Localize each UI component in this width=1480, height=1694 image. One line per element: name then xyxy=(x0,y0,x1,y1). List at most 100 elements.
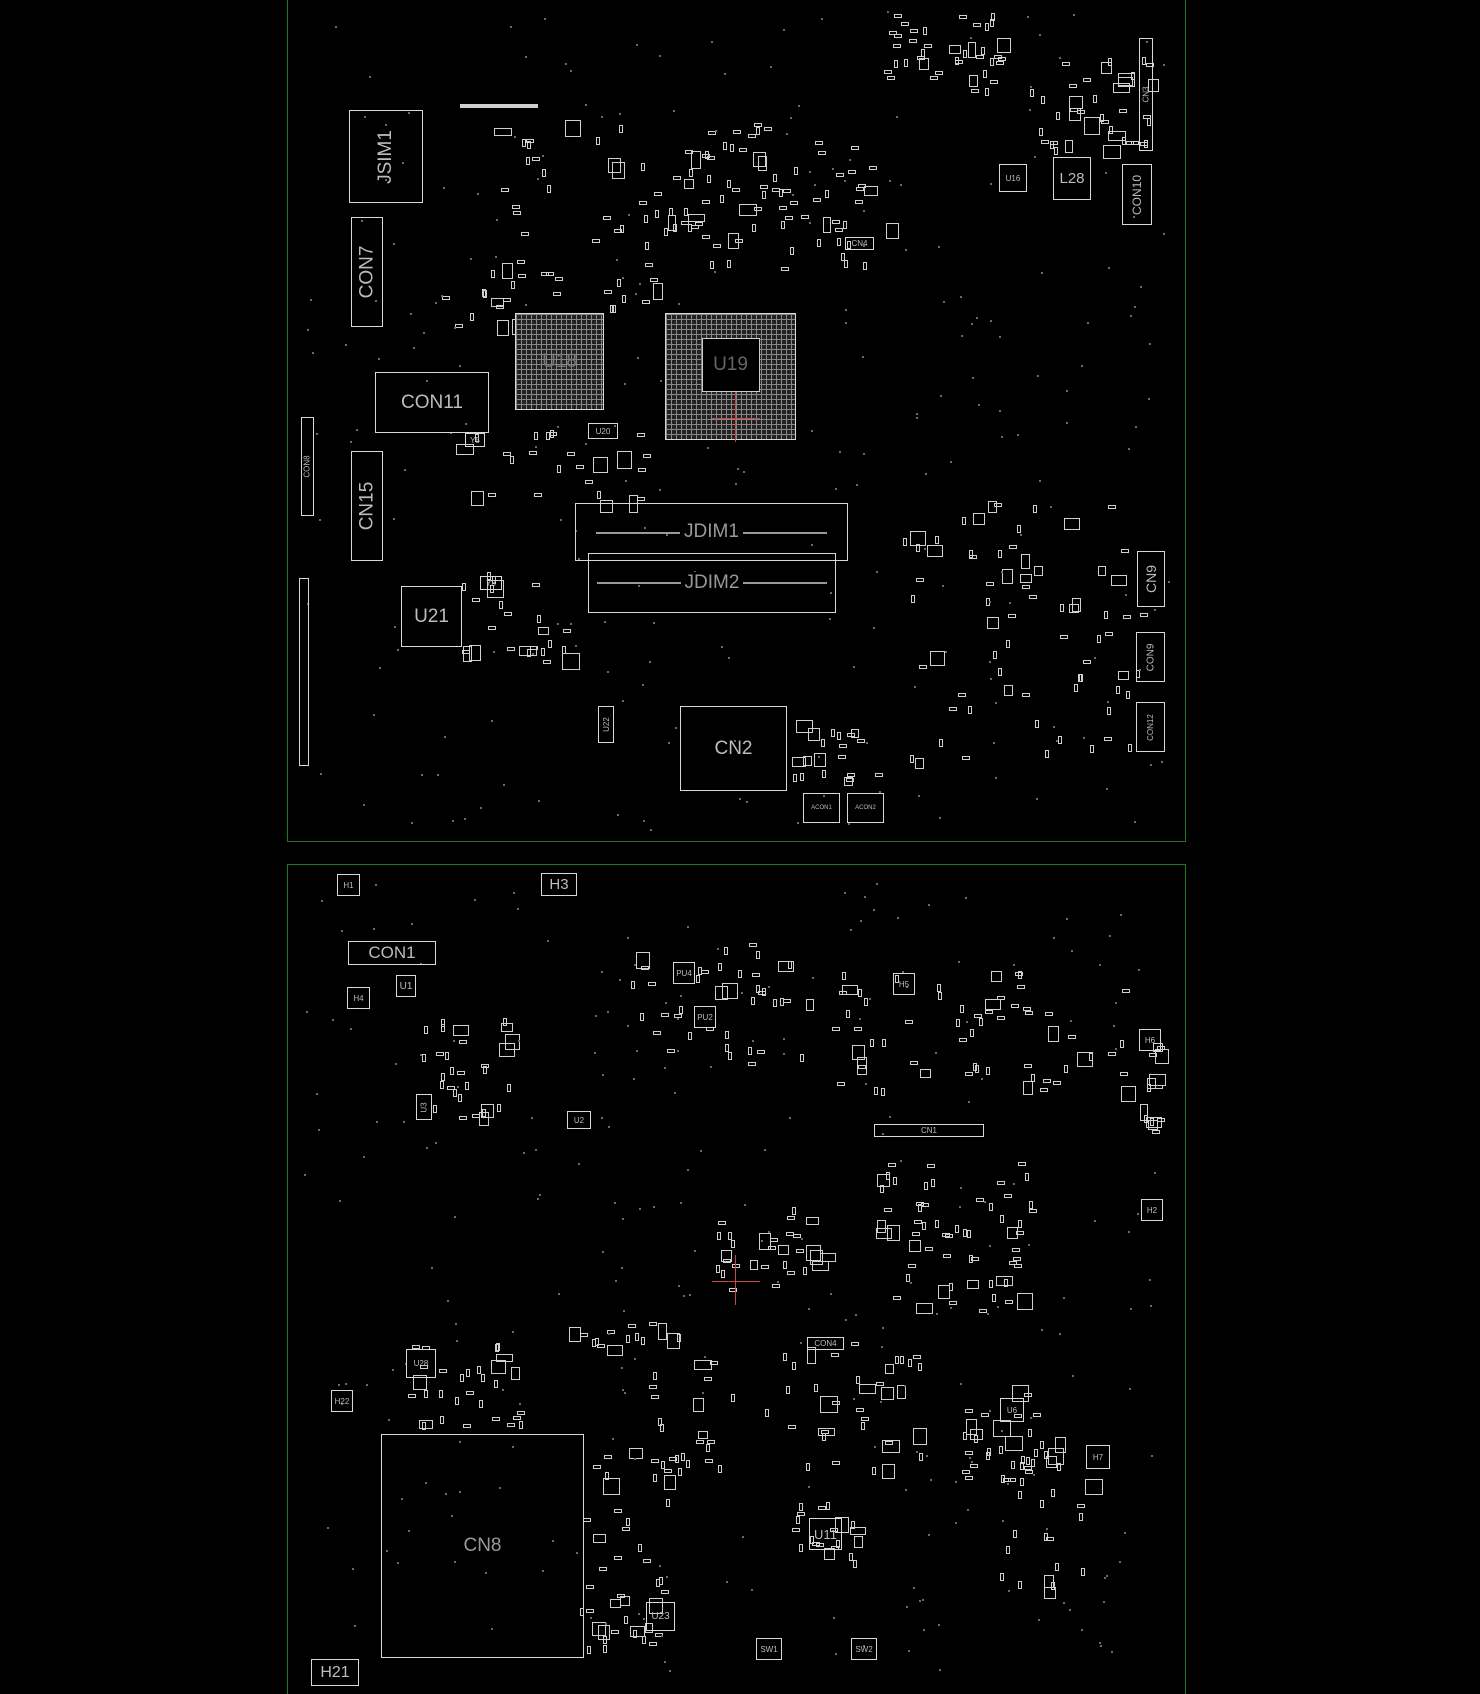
component-cn1[interactable]: CN1 xyxy=(874,1124,984,1137)
smd-pad xyxy=(752,972,761,977)
smd-pad xyxy=(935,1219,940,1228)
component-con8[interactable]: CON8 xyxy=(301,417,314,516)
smd-pad xyxy=(983,70,988,79)
smd-pad xyxy=(756,1049,765,1054)
via xyxy=(623,1309,626,1312)
via xyxy=(989,320,992,323)
component-con12[interactable]: CON12 xyxy=(1136,702,1165,752)
via xyxy=(814,183,817,186)
component-h6[interactable]: H6 xyxy=(1139,1029,1161,1051)
component-sw2[interactable]: SW2 xyxy=(851,1638,877,1660)
component-u28[interactable]: U28 xyxy=(406,1349,436,1378)
component-h22[interactable]: H22 xyxy=(331,1390,353,1412)
component-u11[interactable]: U11 xyxy=(809,1518,842,1550)
component-con9[interactable]: CON9 xyxy=(1136,632,1165,682)
smd-pad xyxy=(959,14,968,19)
component-con10[interactable]: CON10 xyxy=(1122,164,1152,225)
component-h1[interactable]: H1 xyxy=(337,874,360,896)
component-u23[interactable]: U23 xyxy=(646,1602,675,1631)
smd-pad xyxy=(644,1622,654,1634)
smd-pad xyxy=(1147,1078,1156,1090)
component-u20[interactable]: U20 xyxy=(588,423,618,439)
via xyxy=(859,919,862,922)
component-sw1[interactable]: SW1 xyxy=(756,1638,782,1660)
smd-pad xyxy=(930,75,939,80)
component-u6[interactable]: U6 xyxy=(1000,1398,1024,1422)
component-h4[interactable]: H4 xyxy=(347,987,370,1009)
via xyxy=(829,1292,832,1295)
smd-pad xyxy=(1050,1488,1055,1497)
component-h21[interactable]: H21 xyxy=(311,1659,359,1686)
component-u21[interactable]: U21 xyxy=(401,586,462,647)
smd-pad xyxy=(1108,126,1113,135)
component-y5[interactable]: Y5 xyxy=(465,433,485,447)
smd-pad xyxy=(634,1332,639,1341)
component-y8[interactable]: Y8 xyxy=(480,576,502,590)
component-u2[interactable]: U2 xyxy=(567,1111,591,1129)
component-pu2[interactable]: PU2 xyxy=(694,1006,716,1028)
smd-pad xyxy=(964,1450,973,1455)
component-jsim1[interactable]: JSIM1 xyxy=(349,110,423,203)
component-u18[interactable]: U18 xyxy=(515,313,604,410)
via xyxy=(326,1527,329,1530)
smd-pad xyxy=(830,1352,839,1357)
smd-pad xyxy=(717,1231,722,1240)
component-jdim1[interactable]: JDIM1 xyxy=(575,503,848,561)
smd-pad xyxy=(1025,1470,1034,1475)
smd-pad xyxy=(752,223,757,232)
smd-pad xyxy=(1004,1194,1013,1199)
component-con11[interactable]: CON11 xyxy=(375,372,489,433)
via xyxy=(607,1010,610,1013)
component-u1[interactable]: U1 xyxy=(396,975,416,997)
smd-pad xyxy=(949,1282,954,1291)
via xyxy=(547,939,550,942)
via xyxy=(431,1266,434,1269)
component-cn9[interactable]: CN9 xyxy=(1137,551,1165,607)
component-h7[interactable]: H7 xyxy=(1086,1445,1110,1469)
component-strip-connector[interactable] xyxy=(299,578,309,766)
via xyxy=(881,1133,884,1136)
via xyxy=(1063,1296,1066,1299)
component-cn8[interactable]: CN8 xyxy=(381,1434,584,1658)
component-acon1[interactable]: ACON1 xyxy=(803,793,840,823)
component-u19[interactable]: U19 xyxy=(665,313,796,440)
component-acon2[interactable]: ACON2 xyxy=(847,793,884,823)
component-pu4[interactable]: PU4 xyxy=(673,962,695,984)
smd-pad xyxy=(603,1636,608,1645)
via xyxy=(1013,964,1015,967)
via xyxy=(863,245,866,248)
smd-pad xyxy=(806,998,815,1012)
component-cn3[interactable]: CN3 xyxy=(1139,38,1153,151)
smd-pad xyxy=(882,1464,895,1479)
component-h5[interactable]: H5 xyxy=(893,973,915,995)
via xyxy=(397,649,399,651)
via xyxy=(661,1634,664,1637)
component-h3[interactable]: H3 xyxy=(541,873,577,896)
smd-pad xyxy=(677,1334,682,1343)
component-cn15[interactable]: CN15 xyxy=(351,451,383,561)
component-u22[interactable]: U22 xyxy=(598,706,614,743)
component-cn2[interactable]: CN2 xyxy=(680,706,787,791)
component-con4[interactable]: CON4 xyxy=(807,1337,844,1350)
via xyxy=(559,519,562,522)
smd-pad xyxy=(510,455,515,464)
via xyxy=(537,800,540,803)
component-l28[interactable]: L28 xyxy=(1053,157,1091,200)
via xyxy=(689,1294,692,1297)
smd-pad xyxy=(755,951,760,960)
smd-pad xyxy=(583,1518,592,1523)
component-jdim2[interactable]: JDIM2 xyxy=(588,553,836,613)
via xyxy=(621,700,624,703)
via xyxy=(811,543,814,546)
component-u16[interactable]: U16 xyxy=(999,164,1027,192)
via xyxy=(783,1037,786,1040)
component-cn4[interactable]: CN4 xyxy=(845,237,874,250)
component-h2[interactable]: H2 xyxy=(1141,1199,1163,1221)
via xyxy=(887,10,890,13)
via xyxy=(601,1116,604,1119)
component-con7[interactable]: CON7 xyxy=(351,217,383,327)
component-con1[interactable]: CON1 xyxy=(348,941,436,965)
smd-pad xyxy=(961,517,966,526)
component-u3[interactable]: U3 xyxy=(416,1094,432,1120)
smd-pad xyxy=(1115,686,1120,695)
